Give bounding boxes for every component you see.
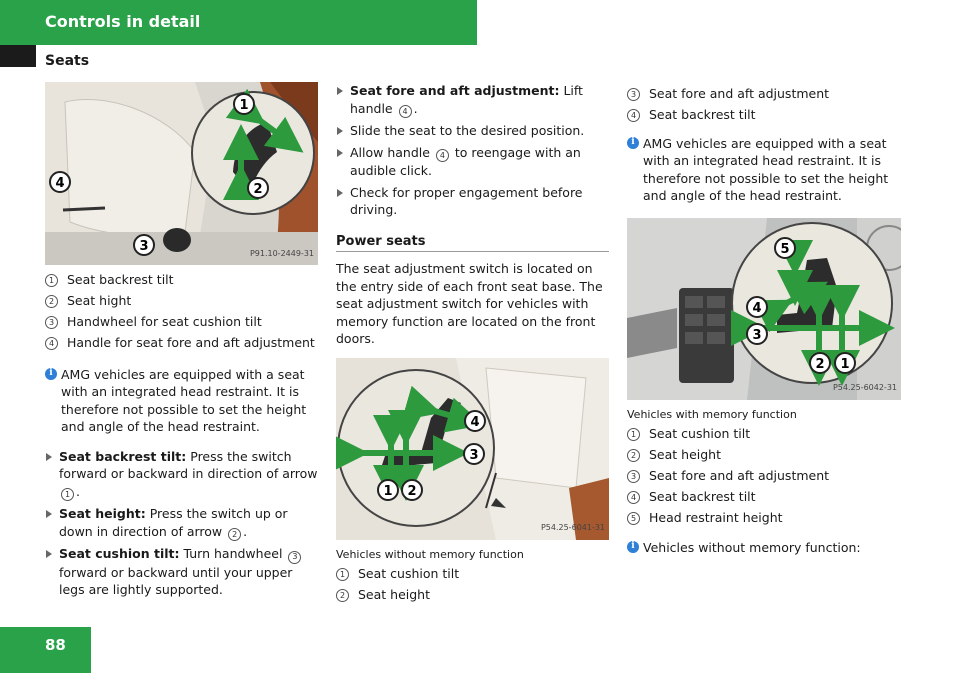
step-backrest-tilt: Seat backrest tilt: Press the switch for… <box>45 448 320 501</box>
step-allow-handle: Allow handle 4 to reengage with an audib… <box>336 144 609 180</box>
callout-1: 1 <box>834 351 856 374</box>
figure-manual-seat: 1 2 3 4 P91.10-2449-31 <box>45 82 318 265</box>
header-bar: Controls in detail <box>0 0 477 45</box>
callout-1: 1 <box>233 93 255 115</box>
page-number-box: 88 <box>0 627 91 673</box>
callout-4: 4 <box>746 295 768 318</box>
manual-seat-illustration: 1 2 3 4 <box>45 82 318 265</box>
info-note-amg: i AMG vehicles are equipped with a seat … <box>627 135 901 205</box>
svg-text:2: 2 <box>253 182 262 197</box>
svg-text:1: 1 <box>239 98 248 113</box>
figure-power-seat-memory: 1 2 3 4 5 P54.25-6042-31 <box>627 217 901 400</box>
svg-text:2: 2 <box>815 357 824 372</box>
callout-2: 2 <box>401 478 423 501</box>
info-icon: i <box>45 367 57 380</box>
step-seat-height: Seat height: Press the switch up or down… <box>45 505 320 541</box>
callout-4: 4 <box>49 171 71 193</box>
figure-ref-code: P54.25-6041-31 <box>540 523 605 532</box>
svg-text:3: 3 <box>139 239 148 254</box>
svg-text:2: 2 <box>407 484 416 499</box>
section-tab-marker <box>0 45 36 67</box>
svg-text:4: 4 <box>470 415 479 430</box>
info-note-no-memory: i Vehicles without memory function: <box>627 539 901 557</box>
column-2: Seat fore and aft adjustment: Lift handl… <box>336 82 609 607</box>
figure-ref-code: P91.10-2449-31 <box>249 248 314 258</box>
callout-3: 3 <box>746 322 768 345</box>
svg-text:4: 4 <box>752 301 761 316</box>
svg-text:5: 5 <box>780 242 789 257</box>
svg-text:3: 3 <box>752 328 761 343</box>
callout-1: 1 <box>377 478 399 501</box>
svg-text:1: 1 <box>840 357 849 372</box>
power-seat-switch-illustration: 1 2 3 4 <box>336 357 609 540</box>
figure-ref-code: P54.25-6042-31 <box>832 383 897 392</box>
figure-caption: Vehicles without memory function <box>336 547 524 561</box>
info-icon: i <box>627 136 639 149</box>
callout-3: 3 <box>463 442 485 465</box>
callout-4: 4 <box>464 409 486 432</box>
callout-3: 3 <box>133 234 155 256</box>
svg-text:4: 4 <box>55 176 64 191</box>
page-number: 88 <box>45 636 66 654</box>
figure-power-seat-no-memory: 1 2 3 4 P54.25-6041-31 <box>336 357 609 540</box>
memory-seat-switch-illustration: 1 2 3 4 5 <box>627 217 901 400</box>
step-cushion-tilt: Seat cushion tilt: Turn handwheel 3 forw… <box>45 545 320 599</box>
section-title: Seats <box>45 53 90 69</box>
callout-2: 2 <box>809 351 831 374</box>
step-slide: Slide the seat to the desired position. <box>336 122 609 140</box>
figure-caption: Vehicles with memory function <box>627 407 797 421</box>
callout-2: 2 <box>247 177 269 199</box>
callout-5: 5 <box>774 236 796 259</box>
step-check: Check for proper engagement before drivi… <box>336 184 609 219</box>
power-seats-heading: Power seats <box>336 233 609 252</box>
steps-fore-aft: Seat fore and aft adjustment: Lift handl… <box>336 82 609 219</box>
chapter-title: Controls in detail <box>45 12 201 31</box>
svg-text:3: 3 <box>469 448 478 463</box>
svg-text:1: 1 <box>383 484 392 499</box>
power-seats-body: The seat adjustment switch is located on… <box>336 261 603 346</box>
info-icon: i <box>627 540 639 553</box>
step-fore-aft: Seat fore and aft adjustment: Lift handl… <box>336 82 609 118</box>
info-note-amg: i AMG vehicles are equipped with a seat … <box>45 366 320 436</box>
steps-manual: Seat backrest tilt: Press the switch for… <box>45 448 320 599</box>
